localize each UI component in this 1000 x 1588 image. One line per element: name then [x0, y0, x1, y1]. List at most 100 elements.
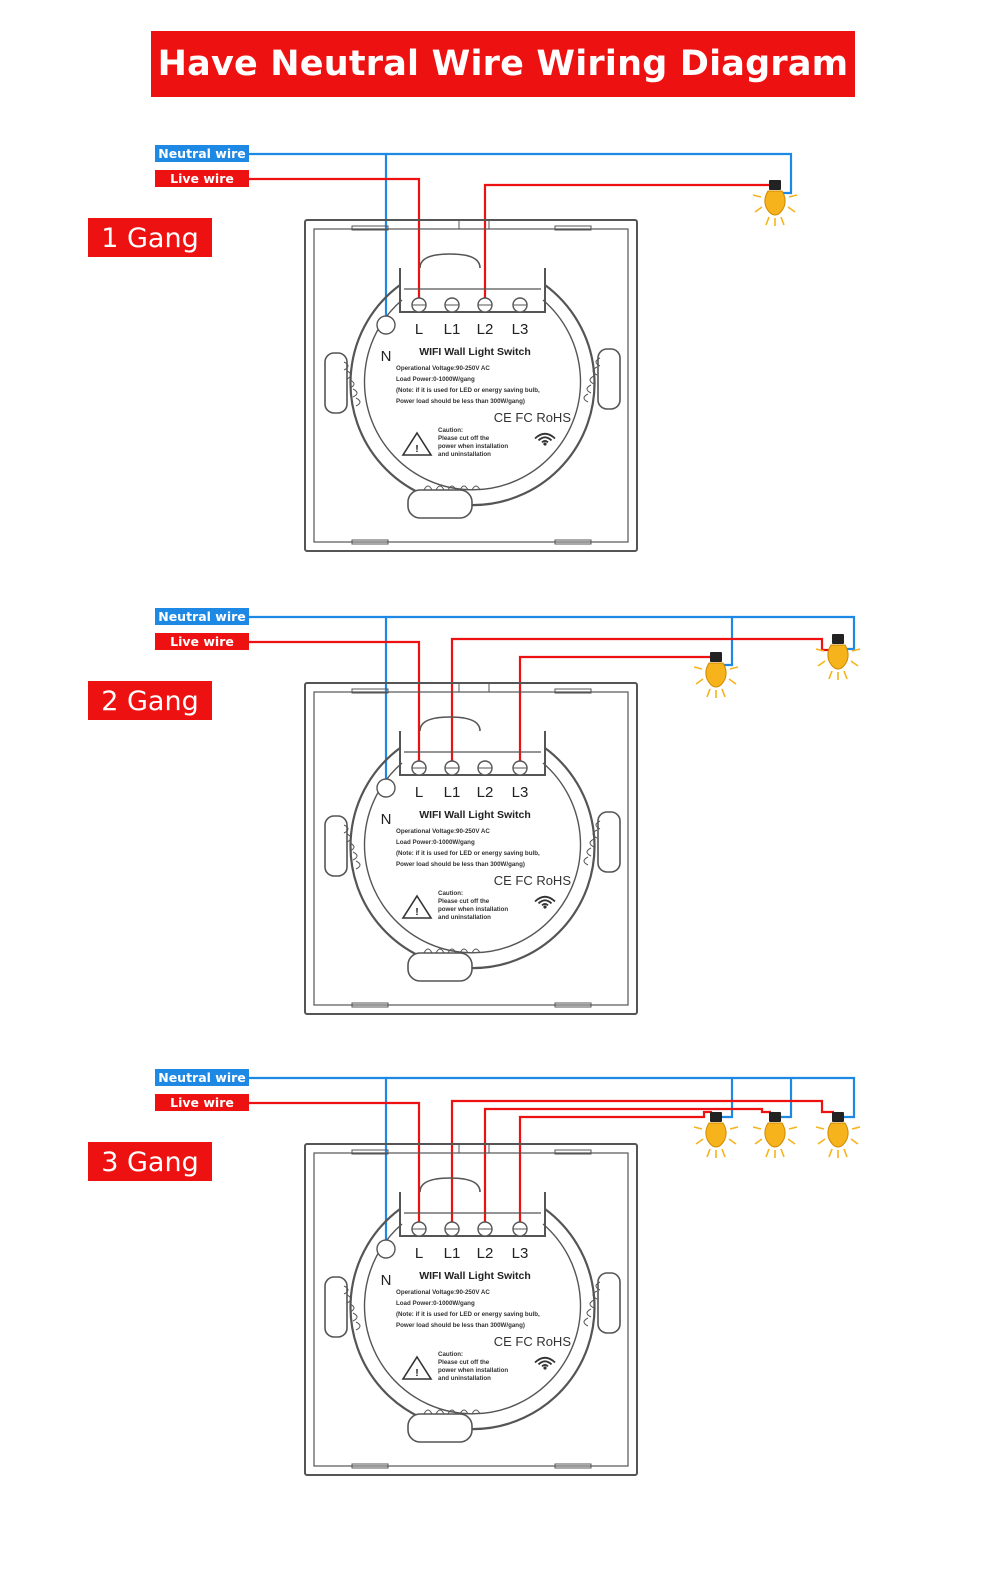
warning-icon-mark: ! — [415, 906, 419, 918]
neutral-wire — [779, 1078, 793, 1119]
plate-clip — [351, 539, 389, 545]
plate-clip — [554, 1002, 592, 1008]
neutral-wire-label: Neutral wire — [158, 609, 246, 624]
bulbs-layer — [693, 180, 861, 1158]
grip-ridge — [352, 851, 358, 861]
live-wire — [249, 640, 421, 763]
live-wire-label-bg — [155, 633, 249, 650]
neutral-terminal — [376, 778, 396, 798]
neutral-wire — [386, 615, 856, 651]
bulb-glass — [827, 644, 849, 670]
terminal-label: L2 — [477, 321, 494, 338]
caution-line: Please cut off the — [438, 435, 490, 442]
light-bulb-icon — [752, 1112, 798, 1158]
warning-icon-mark: ! — [415, 443, 419, 455]
terminal-label: L — [415, 1245, 423, 1262]
grip-ridge — [459, 1409, 469, 1415]
side-tab-right — [597, 811, 621, 873]
bulb-ray — [729, 1126, 739, 1130]
side-tab-right — [597, 1272, 621, 1334]
switched-live-wire — [518, 1110, 712, 1224]
caution-line: and uninstallation — [438, 1375, 491, 1382]
light-bulb-icon — [815, 1112, 861, 1158]
bulb-ray — [765, 216, 770, 226]
grip-ridge — [595, 357, 601, 367]
grip-ridge — [423, 485, 433, 491]
caution-line: Caution: — [438, 427, 463, 434]
neutral-terminal-label: N — [381, 348, 392, 365]
plate-clip — [351, 1463, 389, 1469]
gang-label-bg — [88, 681, 212, 720]
switch-plate-inner — [313, 228, 629, 543]
wifi-icon — [534, 1356, 556, 1364]
grip-ridge — [592, 366, 598, 376]
bulb-ray — [728, 678, 737, 685]
gang-label-bg — [88, 218, 212, 257]
bulb-ray — [693, 666, 703, 670]
bulb-ray — [721, 688, 726, 698]
grip-ridge — [459, 948, 469, 954]
grip-ridge — [346, 1294, 352, 1304]
wifi-icon — [541, 440, 549, 444]
spec-line: (Note: if it is used for LED or energy s… — [396, 387, 540, 394]
grip-ridge — [447, 1409, 457, 1415]
bulb-ray — [817, 1138, 826, 1145]
wifi-icon-dot — [543, 442, 547, 446]
grip-ridge — [343, 1285, 349, 1295]
bulb-ray — [851, 1126, 861, 1130]
grip-ridge — [586, 847, 592, 857]
bulb-ray — [754, 206, 763, 213]
bulb-ray — [780, 216, 785, 226]
switch-heading: WIFI Wall Light Switch — [419, 1270, 531, 1282]
terminal-label: L2 — [477, 784, 494, 801]
bottom-tab — [407, 952, 473, 982]
grip-ridge — [592, 829, 598, 839]
top-lug — [419, 716, 481, 732]
bulb-socket — [769, 1112, 781, 1122]
plate-clip — [554, 1149, 592, 1155]
bulb-ray — [693, 1126, 703, 1130]
light-bulb-icon — [815, 634, 861, 680]
grip-ridge — [592, 1290, 598, 1300]
grip-ridge — [349, 379, 355, 389]
live-wire-label: Live wire — [170, 171, 234, 186]
light-bulb-icon — [693, 652, 739, 698]
switch-body-inner — [363, 1223, 582, 1415]
warning-icon — [401, 894, 433, 919]
neutral-wire-label-bg — [155, 608, 249, 625]
terminal-label: L1 — [444, 321, 461, 338]
grip-ridge — [589, 838, 595, 848]
grip-ridge — [583, 856, 589, 866]
grip-ridge — [346, 370, 352, 380]
spec-line: Load Power:0-1000W/gang — [396, 1300, 475, 1307]
grip-ridge — [447, 485, 457, 491]
bulb-glass — [764, 190, 786, 216]
grip-ridge — [435, 1409, 445, 1415]
grip-ridge — [343, 361, 349, 371]
wifi-icon — [537, 436, 553, 442]
gang-label: 3 Gang — [101, 1147, 198, 1178]
neutral-wire-label: Neutral wire — [158, 1070, 246, 1085]
grip-ridge — [352, 388, 358, 398]
bulb-socket — [832, 1112, 844, 1122]
caution-line: Please cut off the — [438, 1359, 490, 1366]
spec-line: Operational Voltage:90-250V AC — [396, 828, 490, 835]
grip-ridge — [471, 1409, 481, 1415]
grip-ridge — [589, 1299, 595, 1309]
top-lug — [419, 253, 481, 269]
plate-clip — [554, 688, 592, 694]
wifi-icon — [534, 895, 556, 903]
terminal-label: L3 — [512, 1245, 529, 1262]
neutral-wire-label-bg — [155, 145, 249, 162]
bulb-glass — [764, 1122, 786, 1148]
wires-layer — [249, 152, 856, 1240]
switch-plate-inner — [313, 1152, 629, 1467]
switch-plate — [304, 682, 638, 1015]
bulb-glass — [827, 1122, 849, 1148]
switched-live-wire — [483, 1107, 771, 1224]
grip-ridge — [349, 1303, 355, 1313]
certification-marks: CE FC RoHS — [494, 410, 572, 425]
